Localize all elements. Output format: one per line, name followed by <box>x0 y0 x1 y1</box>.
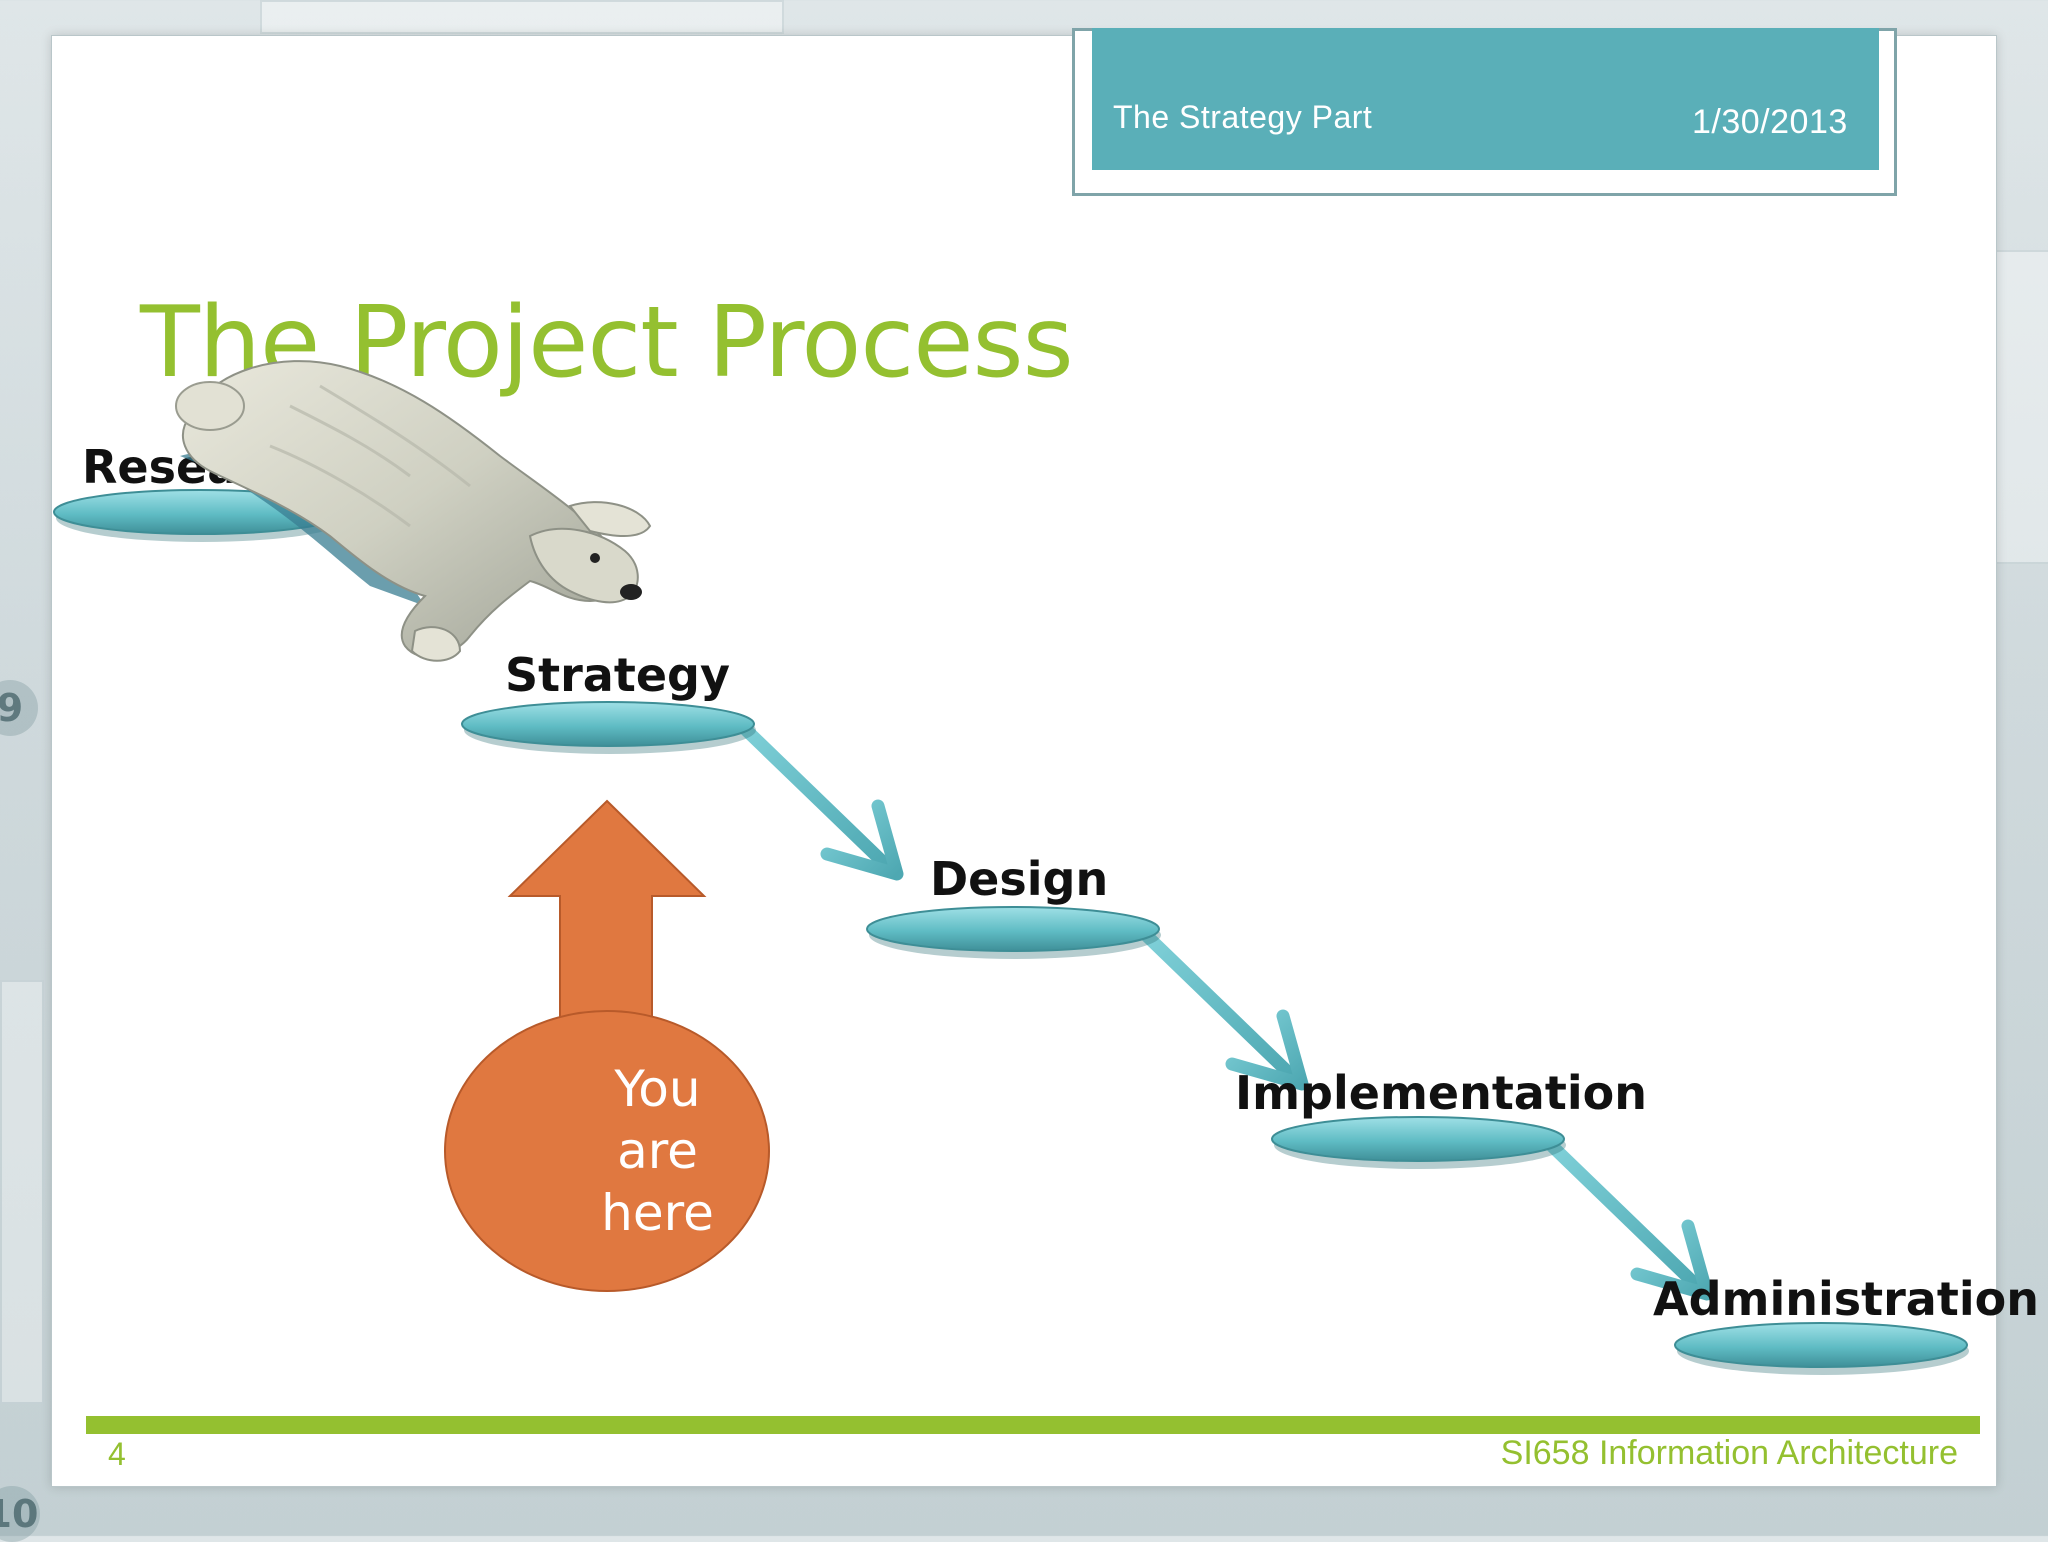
step-label-design: Design <box>930 852 1109 906</box>
step-disc-implementation <box>1271 1116 1566 1169</box>
background-slide-number: 9 <box>0 680 38 736</box>
polar-bear-image <box>175 360 652 662</box>
marker-line: here <box>601 1184 714 1242</box>
header-box <box>1092 28 1879 170</box>
background-tile <box>0 980 44 1404</box>
background-slide-number: 10 <box>0 1486 40 1542</box>
header-date: 1/30/2013 <box>1692 103 1848 141</box>
step-label-implementation: Implementation <box>1235 1066 1647 1120</box>
slide-number: 4 <box>108 1436 126 1472</box>
arrow-implementation-to-administration <box>1545 1139 1714 1301</box>
step-label-strategy: Strategy <box>505 648 730 702</box>
header-section-title: The Strategy Part <box>1113 99 1373 135</box>
you-are-here-text: You are here <box>494 1058 821 1244</box>
background-tile <box>260 0 784 34</box>
arrow-strategy-to-design <box>735 719 904 881</box>
process-diagram <box>53 489 1969 1375</box>
marker-circle <box>444 1010 770 1292</box>
step-disc-strategy <box>461 701 756 754</box>
marker-line: are <box>617 1122 698 1180</box>
step-disc-design <box>866 906 1161 959</box>
step-label-administration: Administration <box>1653 1272 2039 1326</box>
arrow-design-to-implementation <box>1140 929 1309 1091</box>
you-are-here-marker <box>444 799 770 1292</box>
marker-line: You <box>614 1060 701 1118</box>
step-disc-administration <box>1674 1322 1969 1375</box>
footer-course-title: SI658 Information Architecture <box>1500 1434 1958 1472</box>
slide: The Strategy Part 1/30/2013 The Project … <box>51 28 2039 1487</box>
footer-accent-bar <box>86 1416 1980 1434</box>
up-arrow-icon <box>507 799 707 1037</box>
